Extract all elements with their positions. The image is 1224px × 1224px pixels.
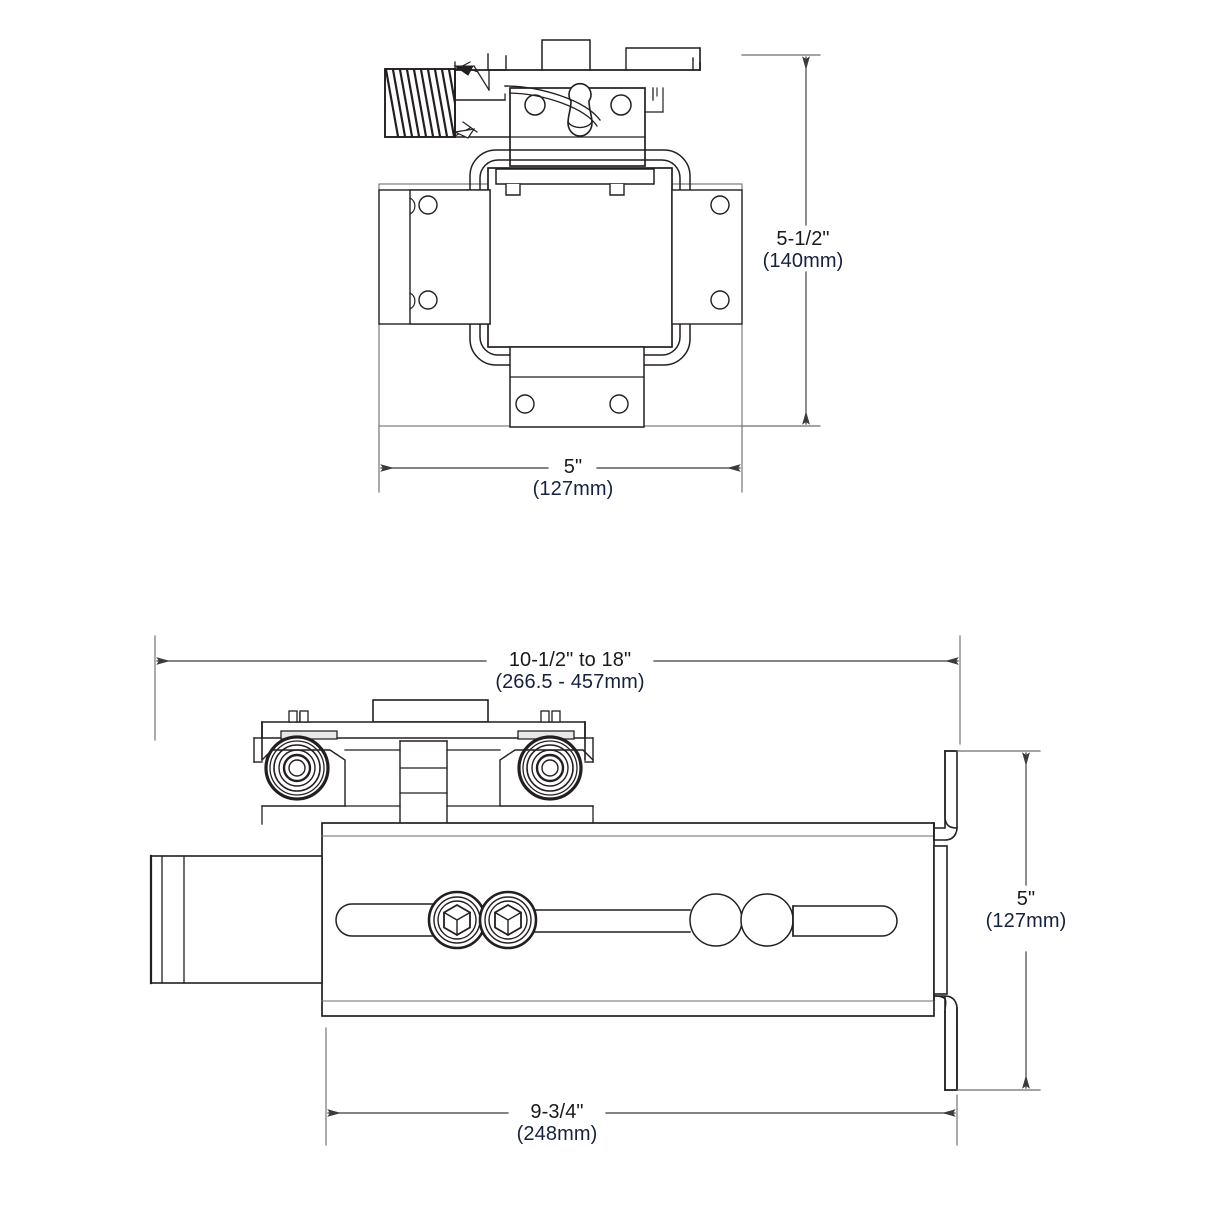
dimension-height-5-1-2-geometry: [741, 54, 821, 427]
dimension-length-range-label: 10-1/2" to 18" (266.5 - 457mm): [420, 649, 720, 694]
front-elevation-view: [378, 39, 743, 428]
dimension-height-5-metric: (127mm): [985, 910, 1067, 933]
right-stop-assembly: [517, 735, 583, 801]
dimension-length-range-geometry: [154, 635, 961, 745]
plan-section-view: [149, 699, 958, 1091]
dimension-depth-9-3-4-metric: (248mm): [516, 1123, 598, 1146]
dimension-length-range-metric: (266.5 - 457mm): [495, 671, 645, 694]
centre-slot-assembly: [335, 890, 898, 950]
dimension-length-range-imperial: 10-1/2" to 18": [508, 649, 632, 671]
cartridge-block: [253, 699, 594, 825]
dimension-depth-9-3-4-geometry: [325, 1027, 958, 1146]
upper-bracket-arm: [933, 750, 958, 847]
center-face-plate: [487, 167, 673, 348]
dimension-width-5-metric: (127mm): [532, 478, 614, 501]
left-pipe-stub: [149, 854, 323, 985]
left-stop-assembly: [264, 735, 330, 801]
dimension-height-5-label: 5" (127mm): [936, 888, 1116, 933]
dimension-width-5-imperial: 5": [563, 456, 583, 478]
threaded-nipple: [384, 68, 456, 138]
dimension-depth-9-3-4-imperial: 9-3/4": [530, 1101, 584, 1123]
dimension-height-5-1-2-metric: (140mm): [762, 250, 844, 273]
right-spine: [933, 845, 948, 995]
cartridge-bonnet-plate: [504, 82, 664, 167]
left-mounting-ear: [378, 189, 491, 325]
lower-bracket-arm: [933, 995, 958, 1091]
valve-body-block: [452, 53, 513, 139]
bottom-outlet-flange: [509, 346, 645, 428]
dimension-width-5-label: 5" (127mm): [478, 456, 668, 501]
dimension-height-5-1-2-imperial: 5-1/2": [776, 228, 830, 250]
dimension-width-5-geometry: [378, 425, 743, 493]
dimension-height-5-imperial: 5": [1016, 888, 1036, 910]
dimension-height-5-geometry: [956, 750, 1041, 1091]
dimension-height-5-1-2-label: 5-1/2" (140mm): [708, 228, 898, 273]
right-mounting-ear: [671, 189, 743, 325]
dimension-depth-9-3-4-label: 9-3/4" (248mm): [467, 1101, 647, 1146]
